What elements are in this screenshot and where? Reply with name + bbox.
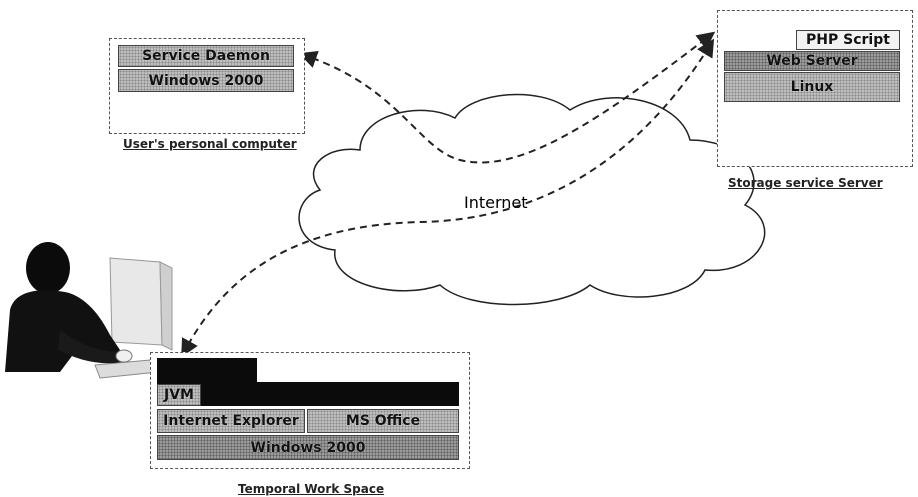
web-server-layer: Web Server [724,51,900,71]
workspace-black-bar [157,382,459,406]
internet-explorer-layer: Internet Explorer [157,409,305,433]
arrow-workspace-to-server [181,38,715,358]
windows-2000-layer: Windows 2000 [118,69,294,92]
internet-label: Internet [464,193,528,212]
workspace-black-bar-top [157,358,257,382]
workspace-windows-2000-layer: Windows 2000 [157,435,459,460]
jvm-layer: JVM [157,384,201,406]
temporal-workspace-caption: Temporal Work Space [238,482,385,496]
user-pc-caption: User's personal computer [123,137,297,151]
ms-office-layer: MS Office [307,409,459,433]
service-daemon-layer: Service Daemon [118,45,294,67]
person-at-computer-icon [5,242,173,379]
php-script-layer: PHP Script [796,30,900,50]
internet-cloud [298,93,766,306]
linux-layer: Linux [724,72,900,102]
storage-server-caption: Storage service Server [728,176,883,190]
